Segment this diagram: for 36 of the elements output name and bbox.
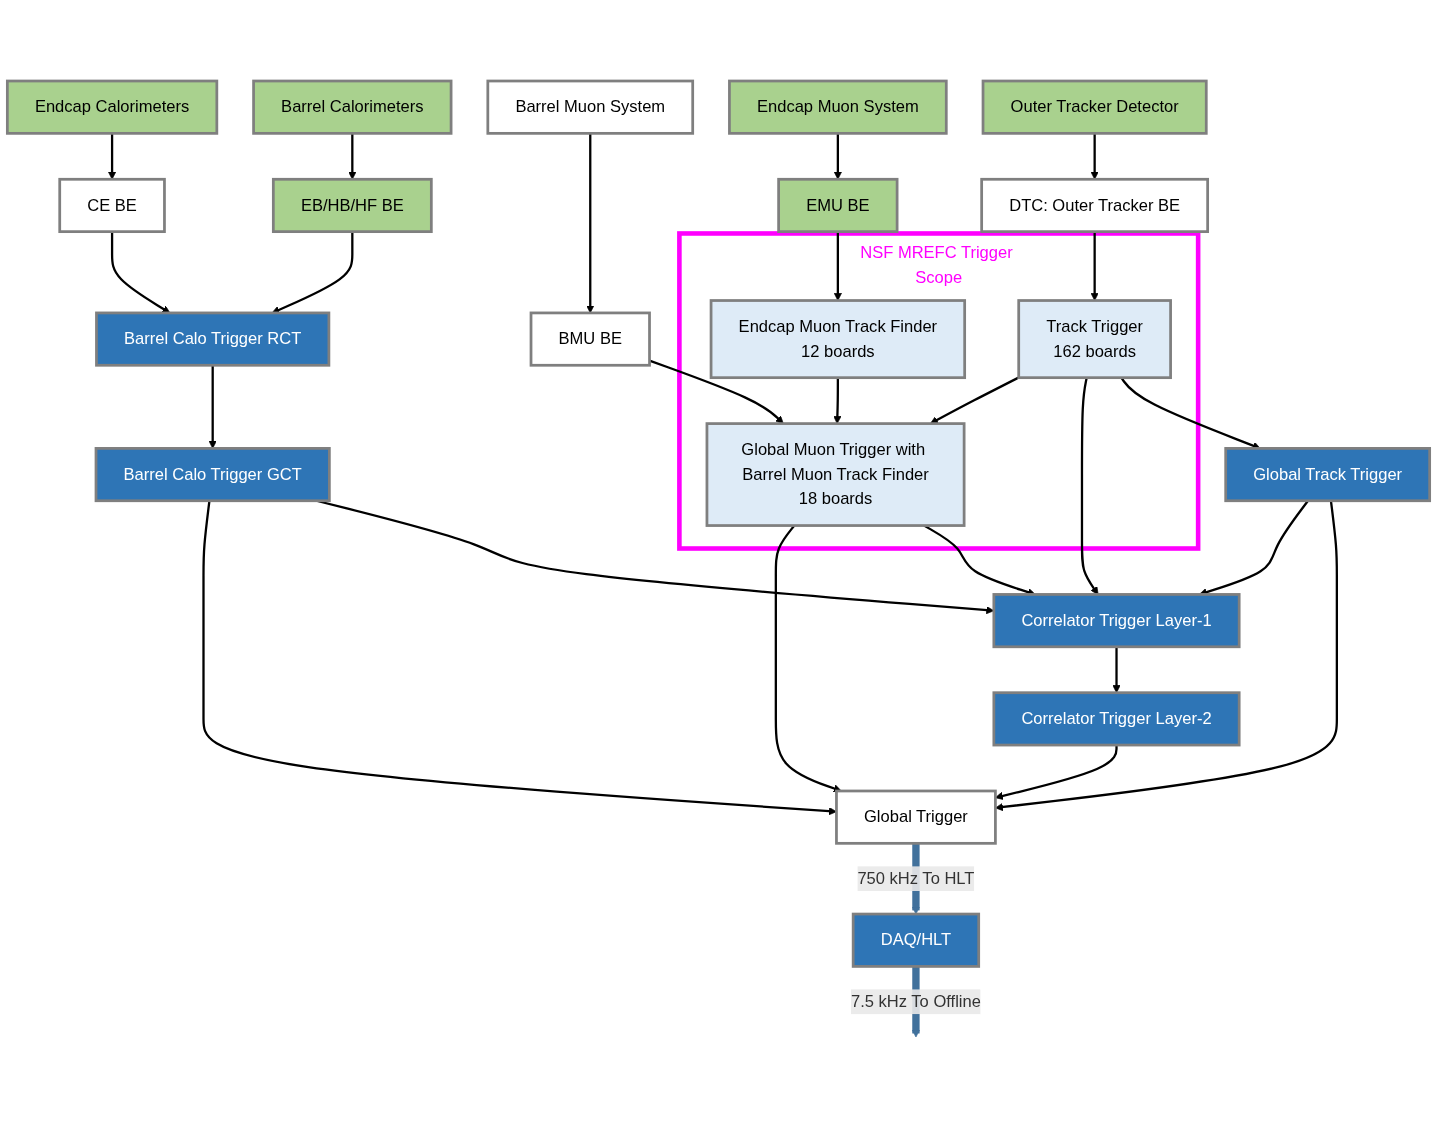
node-box: BMU BE xyxy=(529,311,651,367)
node-box: Barrel Calo Trigger GCT xyxy=(94,447,331,503)
node-box: Barrel Calorimeters xyxy=(252,79,453,135)
node-box: Outer Tracker Detector xyxy=(981,79,1208,135)
arrow xyxy=(108,133,117,180)
node-box: Global Trigger xyxy=(835,789,997,845)
arrow xyxy=(202,500,837,816)
node-box: EMU BE xyxy=(777,177,899,233)
node-box: DAQ/HLT xyxy=(851,912,981,968)
arrow xyxy=(995,745,1118,800)
arrow xyxy=(1080,377,1099,595)
node-box: DTC: Outer Tracker BE xyxy=(980,177,1210,233)
arrow xyxy=(833,377,842,424)
node-box: Correlator Trigger Layer-1 xyxy=(992,593,1241,649)
node-box: Barrel Muon System xyxy=(486,79,695,135)
node-box: Global Track Trigger xyxy=(1224,447,1432,503)
node-box: Endcap Calorimeters xyxy=(5,79,219,135)
node-box: Barrel Calo Trigger RCT xyxy=(95,311,331,367)
node-box: Track Trigger 162 boards xyxy=(1017,299,1172,380)
arrow xyxy=(208,365,217,449)
edge-label: 750 kHz To HLT xyxy=(857,869,975,888)
edge-label: 7.5 kHz To Offline xyxy=(850,992,981,1011)
arrow xyxy=(930,376,1020,424)
arrow xyxy=(348,133,357,180)
arrow xyxy=(995,500,1338,812)
arrow xyxy=(1090,133,1099,180)
arrow xyxy=(649,359,784,424)
node-box: Correlator Trigger Layer-2 xyxy=(992,691,1241,747)
arrow xyxy=(833,133,842,180)
node-box: Endcap Muon Track Finder 12 boards xyxy=(709,299,967,380)
node-box: EB/HB/HF BE xyxy=(271,177,433,233)
arrow xyxy=(833,231,842,301)
node-box: CE BE xyxy=(58,177,166,233)
arrow xyxy=(1090,231,1099,301)
node-box: Global Muon Trigger with Barrel Muon Track Finder 18 boards xyxy=(705,422,966,527)
node-box: Endcap Muon System xyxy=(728,79,948,135)
